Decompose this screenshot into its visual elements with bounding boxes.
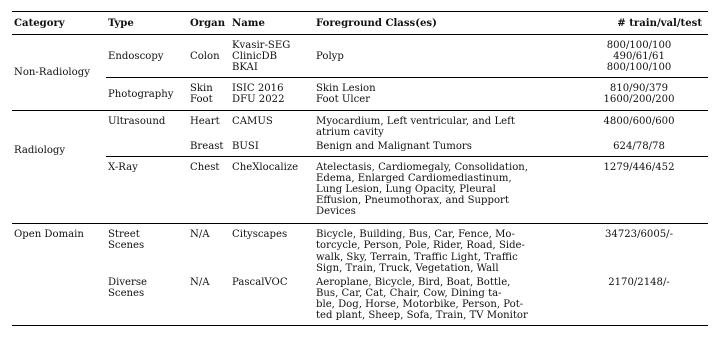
classes-cell: Polyp: [314, 34, 570, 78]
name-cell: CheXlocalize: [230, 155, 314, 224]
class-line: Skin Lesion: [316, 83, 376, 95]
type-cell: Diverse Scenes: [106, 274, 188, 325]
table-row-busi: Breast BUSI Benign and Malignant Tumors …: [12, 138, 708, 157]
type-line: Street: [108, 229, 140, 241]
class-line: Lung Lesion, Lung Opacity, Pleural: [316, 184, 496, 196]
split-value: 810/90/379: [609, 83, 669, 95]
name-cell: PascalVOC: [232, 276, 288, 288]
header-name: Name: [232, 18, 265, 29]
split-cell: 1279/446/452: [570, 155, 708, 224]
class-line: atrium cavity: [316, 126, 384, 138]
class-line: Myocardium, Left ventricular, and Left: [316, 115, 515, 127]
dataset-name: Kvasir-SEG: [232, 40, 291, 52]
classes-cell: Aeroplane, Bicycle, Bird, Boat, Bottle, …: [314, 274, 570, 325]
split-value: 800/100/100: [606, 40, 672, 52]
split-cell: 800/100/100 490/61/61 800/100/100: [570, 34, 708, 78]
classes-cell: Bicycle, Building, Bus, Car, Fence, Mo- …: [314, 223, 570, 274]
table-row-pascalvoc: Diverse Scenes N/A PascalVOC Aeroplane, …: [12, 274, 708, 325]
table-row-camus: Radiology Ultrasound Heart CAMUS Myocard…: [12, 109, 708, 224]
dataset-name: ClinicDB: [232, 51, 278, 63]
dataset-table: Category Type Organ Name Foreground Clas…: [12, 11, 708, 327]
type-cell: Street Scenes: [106, 223, 188, 274]
dataset-name: BKAI: [232, 62, 258, 74]
type-cell: X-Ray: [106, 155, 188, 224]
class-line: Aeroplane, Bicycle, Bird, Boat, Bottle,: [316, 276, 511, 288]
top-rule: [12, 11, 708, 12]
type-cell: Endoscopy: [106, 34, 188, 78]
class-line: Bicycle, Building, Bus, Car, Fence, Mo-: [316, 229, 515, 241]
split-cell: 624/78/78: [613, 140, 665, 152]
table-row-photography: Photography Skin Foot ISIC 2016 DFU 2022…: [12, 77, 708, 111]
class-line: Sign, Train, Truck, Vegetation, Wall: [316, 262, 499, 274]
header-classes: Foreground Class(es): [316, 18, 437, 29]
class-line: Edema, Enlarged Cardiomediastinum,: [316, 172, 512, 184]
category-cell: Radiology: [12, 109, 106, 224]
classes-cell: Benign and Malignant Tumors: [316, 140, 472, 152]
organ-cell: Heart: [188, 109, 230, 138]
type-cell: Ultrasound: [106, 109, 188, 157]
class-line: Bus, Car, Cat, Chair, Cow, Dining ta-: [316, 287, 502, 299]
table: Category Type Organ Name Foreground Clas…: [12, 12, 708, 326]
class-line: Devices: [316, 206, 356, 218]
category-cell: Non-Radiology: [12, 34, 106, 111]
dataset-name: ISIC 2016: [232, 83, 284, 95]
class-line: ble, Dog, Horse, Motorbike, Person, Pot-: [316, 298, 524, 310]
classes-cell: Skin Lesion Foot Ulcer: [314, 77, 570, 111]
type-line: Scenes: [108, 287, 145, 299]
split-cell: 34723/6005/-: [570, 223, 708, 274]
organ-cell: Chest: [188, 155, 230, 224]
type-cell: Photography: [106, 77, 188, 111]
split-value: 1600/200/200: [603, 94, 675, 106]
split-cell: 2170/2148/-: [608, 276, 670, 288]
table-row-xray: X-Ray Chest CheXlocalize Atelectasis, Ca…: [12, 155, 708, 224]
organ-value: Skin: [190, 83, 213, 95]
split-cell: 4800/600/600: [570, 109, 708, 138]
classes-cell: Atelectasis, Cardiomegaly, Consolidation…: [314, 155, 570, 224]
class-line: Foot Ulcer: [316, 94, 371, 106]
bottom-rule: [12, 325, 708, 327]
type-line: Scenes: [108, 240, 145, 252]
header-type: Type: [108, 18, 134, 29]
name-cell: Cityscapes: [230, 223, 314, 274]
split-cell: 810/90/379 1600/200/200: [570, 77, 708, 111]
classes-cell: Myocardium, Left ventricular, and Left a…: [314, 109, 570, 138]
class-line: Effusion, Pneumothorax, and Support: [316, 195, 509, 207]
table-row-endoscopy: Non-Radiology Endoscopy Colon Kvasir-SEG…: [12, 34, 708, 111]
header-split: # train/val/test: [617, 18, 702, 29]
category-cell: Open Domain: [12, 223, 106, 326]
split-value: 800/100/100: [606, 62, 672, 74]
header-organ: Organ: [190, 18, 226, 29]
name-cell: BUSI: [232, 140, 259, 152]
organ-value: Foot: [190, 94, 213, 106]
type-line: Diverse: [108, 276, 147, 288]
name-cell: CAMUS: [230, 109, 314, 138]
class-line: torcycle, Person, Pole, Rider, Road, Sid…: [316, 240, 525, 252]
organ-cell: Colon: [188, 34, 230, 78]
header-row: Category Type Organ Name Foreground Clas…: [12, 12, 708, 35]
organ-cell: N/A: [188, 223, 230, 274]
class-line: ted plant, Sheep, Sofa, Train, TV Monito…: [316, 309, 528, 321]
name-cell: Kvasir-SEG ClinicDB BKAI: [230, 34, 314, 78]
organ-cell: Skin Foot: [188, 77, 230, 111]
header-category: Category: [14, 18, 65, 29]
class-line: walk, Sky, Terrain, Traffic Light, Traff…: [316, 251, 518, 263]
dataset-name: DFU 2022: [232, 94, 285, 106]
class-line: Atelectasis, Cardiomegaly, Consolidation…: [316, 161, 529, 173]
split-value: 490/61/61: [613, 51, 665, 63]
name-cell: ISIC 2016 DFU 2022: [230, 77, 314, 111]
table-row-cityscapes: Open Domain Street Scenes N/A Cityscapes…: [12, 223, 708, 326]
organ-cell: N/A: [190, 276, 210, 288]
organ-cell: Breast: [190, 140, 224, 152]
